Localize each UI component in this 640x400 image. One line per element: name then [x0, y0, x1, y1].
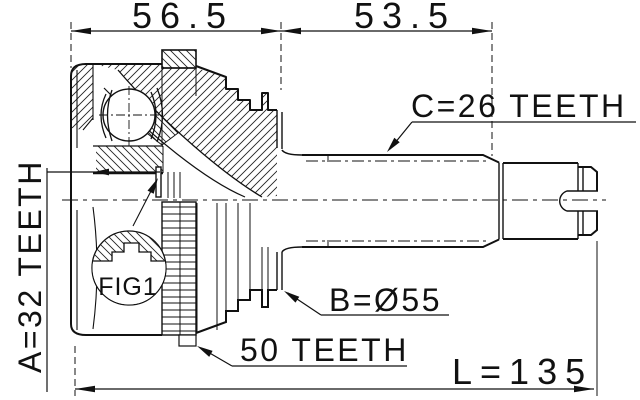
bearing-cage	[100, 87, 164, 143]
fig1-label: FIG1	[98, 273, 158, 301]
abs-ring-label: 50 TEETH	[240, 332, 409, 368]
bell-housing-external	[70, 130, 277, 336]
label-50-teeth: 50 TEETH	[197, 332, 409, 368]
dim-length-text: L=135	[452, 351, 593, 392]
ball-bearing	[99, 86, 164, 146]
label-c26-teeth: C=26 TEETH	[387, 88, 636, 152]
dimension-length: L=135	[75, 351, 594, 393]
dim-53-5-text: 53.5	[354, 0, 456, 36]
shaft-spline-label: C=26 TEETH	[411, 88, 627, 124]
dimension-56-5: 56.5	[71, 0, 281, 36]
extension-lines	[70, 22, 598, 396]
end-slot	[559, 190, 598, 212]
drive-shaft	[302, 154, 598, 248]
housing-wall-hatch	[71, 64, 277, 197]
label-b-diameter: B=Ø55	[284, 282, 449, 318]
fig1-detail-bubble: FIG1	[91, 178, 167, 306]
inner-spline-label: A=32 TEETH	[12, 159, 48, 373]
label-a32-teeth: A=32 TEETH	[12, 159, 160, 392]
spline-pitch-lines	[306, 160, 487, 242]
abs-tone-ring-top	[161, 49, 197, 69]
dimension-53-5: 53.5	[281, 0, 492, 36]
abs-tone-ring-band	[161, 201, 197, 347]
shaft-end-cap	[559, 163, 598, 239]
dim-56-5-text: 56.5	[132, 0, 234, 36]
diameter-label: B=Ø55	[329, 282, 442, 318]
flange-disc	[276, 110, 303, 290]
